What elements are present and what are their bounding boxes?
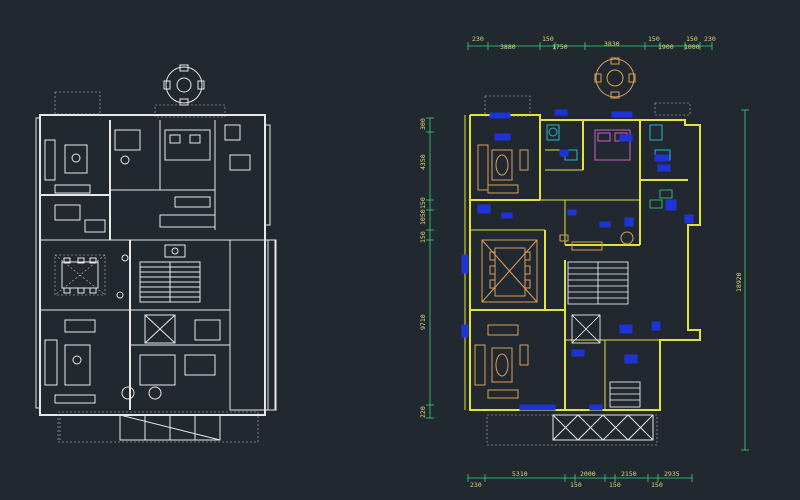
left-dimension-chain: 300 4350 150 1050 150 9710 220 bbox=[419, 117, 434, 419]
dim-top-5: 150 bbox=[648, 35, 660, 43]
dim-top-2: 150 bbox=[542, 35, 554, 43]
stairs-left-plan bbox=[139, 261, 201, 303]
dim-bottom-6: 150 bbox=[609, 481, 621, 489]
dim-left-5: 9710 bbox=[419, 314, 427, 330]
dim-left-0: 300 bbox=[419, 118, 427, 130]
top-dimension-chain: 230 3880 150 1750 3830 150 1900 150 1000… bbox=[467, 35, 716, 51]
dim-top-7: 150 bbox=[686, 35, 698, 43]
interior-walls-right bbox=[470, 115, 688, 410]
dim-bottom-3: 2935 bbox=[664, 470, 680, 478]
dim-left-4: 150 bbox=[419, 231, 427, 243]
windows-blue bbox=[461, 109, 694, 411]
stairs-right-plan bbox=[567, 261, 629, 305]
living-room-lower bbox=[474, 324, 529, 399]
dim-left-1: 4350 bbox=[419, 154, 427, 170]
dim-bottom-5: 150 bbox=[570, 481, 582, 489]
dim-top-3: 1750 bbox=[552, 43, 568, 51]
dim-top-0: 230 bbox=[472, 35, 484, 43]
right-dimension-chain: 18920 bbox=[735, 109, 749, 451]
dim-top-4: 3830 bbox=[604, 40, 620, 48]
dining-room-right bbox=[481, 239, 538, 303]
dim-bottom-2: 2150 bbox=[621, 470, 637, 478]
dim-left-6: 220 bbox=[419, 406, 427, 418]
living-room-top bbox=[477, 144, 529, 194]
dim-bottom-7: 150 bbox=[651, 481, 663, 489]
round-table-top-left bbox=[163, 64, 205, 106]
round-table-top-right bbox=[594, 57, 636, 99]
left-floor-plan bbox=[35, 64, 277, 443]
dim-top-8: 1000 bbox=[684, 43, 700, 51]
right-floor-plan: 230 3880 150 1750 3830 150 1900 150 1000… bbox=[419, 35, 749, 489]
dim-top-1: 3880 bbox=[500, 43, 516, 51]
dim-bottom-0: 5310 bbox=[512, 470, 528, 478]
bottom-dimension-chain: 5310 2000 2150 2935 230 150 150 150 bbox=[467, 470, 693, 489]
dim-right-0: 18920 bbox=[735, 272, 743, 292]
dim-top-6: 1900 bbox=[658, 43, 674, 51]
dim-bottom-1: 2000 bbox=[580, 470, 596, 478]
dim-top-9: 230 bbox=[704, 35, 716, 43]
dim-bottom-4: 230 bbox=[470, 481, 482, 489]
dim-left-3: 1050 bbox=[419, 209, 427, 225]
dim-left-2: 150 bbox=[419, 197, 427, 209]
